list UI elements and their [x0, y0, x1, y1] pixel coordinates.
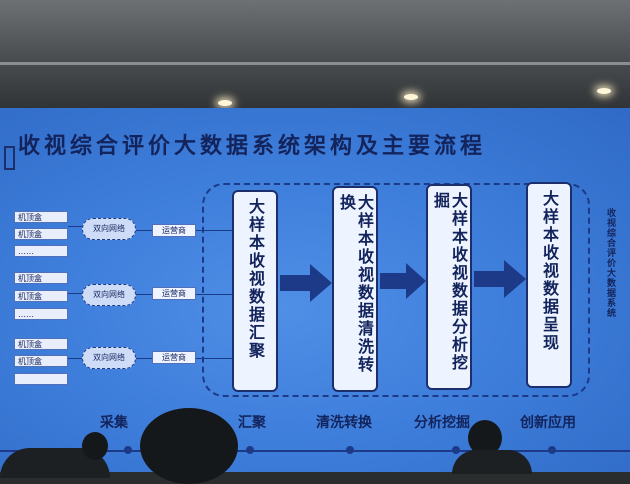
camera-operator-silhouette — [452, 450, 532, 474]
network-cloud: 双向网络 — [82, 347, 136, 369]
phase-label: 创新应用 — [520, 415, 576, 431]
pipeline-frame — [202, 183, 590, 397]
connector — [68, 358, 82, 359]
stage-cleaning: 大样本收视数据清洗转换 — [332, 186, 378, 392]
stage-analysis: 大样本收视数据分析挖掘 — [426, 184, 472, 390]
right-arrow-icon — [474, 260, 526, 298]
connector — [68, 226, 82, 227]
operator-box: 运营商 — [152, 224, 196, 237]
timeline-dot — [346, 446, 354, 454]
right-arrow-icon — [380, 263, 426, 299]
source-box: 机顶盒 — [14, 290, 68, 302]
ceiling-light — [404, 94, 418, 100]
source-box: …… — [14, 308, 68, 320]
source-box: 机顶盒 — [14, 338, 68, 350]
ceiling — [0, 0, 630, 120]
network-cloud: 双向网络 — [82, 218, 136, 240]
source-box: …… — [14, 245, 68, 257]
stage-label: 大样本收视数据分析挖掘 — [431, 192, 468, 372]
phase-label: 汇聚 — [238, 415, 266, 431]
person-head — [140, 408, 238, 484]
slide-title: 收视综合评价大数据系统架构及主要流程 — [18, 134, 487, 159]
system-side-label: 收视综合评价大数据系统 — [605, 208, 615, 318]
operator-box: 运营商 — [152, 287, 196, 300]
connector — [136, 230, 152, 231]
ceiling-beam — [0, 62, 630, 65]
source-box: 机顶盒 — [14, 355, 68, 367]
connector — [196, 230, 232, 231]
stage-presentation: 大样本收视数据呈现 — [526, 182, 572, 388]
connector — [196, 294, 232, 295]
connector — [196, 358, 232, 359]
timeline-dot — [124, 446, 132, 454]
ceiling-light — [597, 88, 611, 94]
connector — [136, 294, 152, 295]
title-marker-icon — [4, 146, 15, 170]
connector — [136, 358, 152, 359]
stage-label: 大样本收视数据汇聚 — [246, 198, 265, 360]
connector — [68, 293, 82, 294]
network-cloud: 双向网络 — [82, 284, 136, 306]
ceiling-light — [218, 100, 232, 106]
stage-aggregation: 大样本收视数据汇聚 — [232, 190, 278, 392]
phase-label: 采集 — [100, 415, 128, 431]
source-box: 机顶盒 — [14, 211, 68, 223]
source-box — [14, 373, 68, 385]
person-head — [82, 432, 108, 460]
source-box: 机顶盒 — [14, 228, 68, 240]
phase-label: 分析挖掘 — [414, 415, 470, 431]
stage-label: 大样本收视数据呈现 — [540, 190, 559, 352]
timeline-dot — [548, 446, 556, 454]
stage-label: 大样本收视数据清洗转换 — [337, 194, 374, 374]
timeline-dot — [246, 446, 254, 454]
timeline-dot — [452, 446, 460, 454]
source-box: 机顶盒 — [14, 272, 68, 284]
phase-label: 清洗转换 — [316, 415, 372, 431]
right-arrow-icon — [280, 264, 332, 302]
timeline-line — [0, 450, 630, 452]
operator-box: 运营商 — [152, 351, 196, 364]
